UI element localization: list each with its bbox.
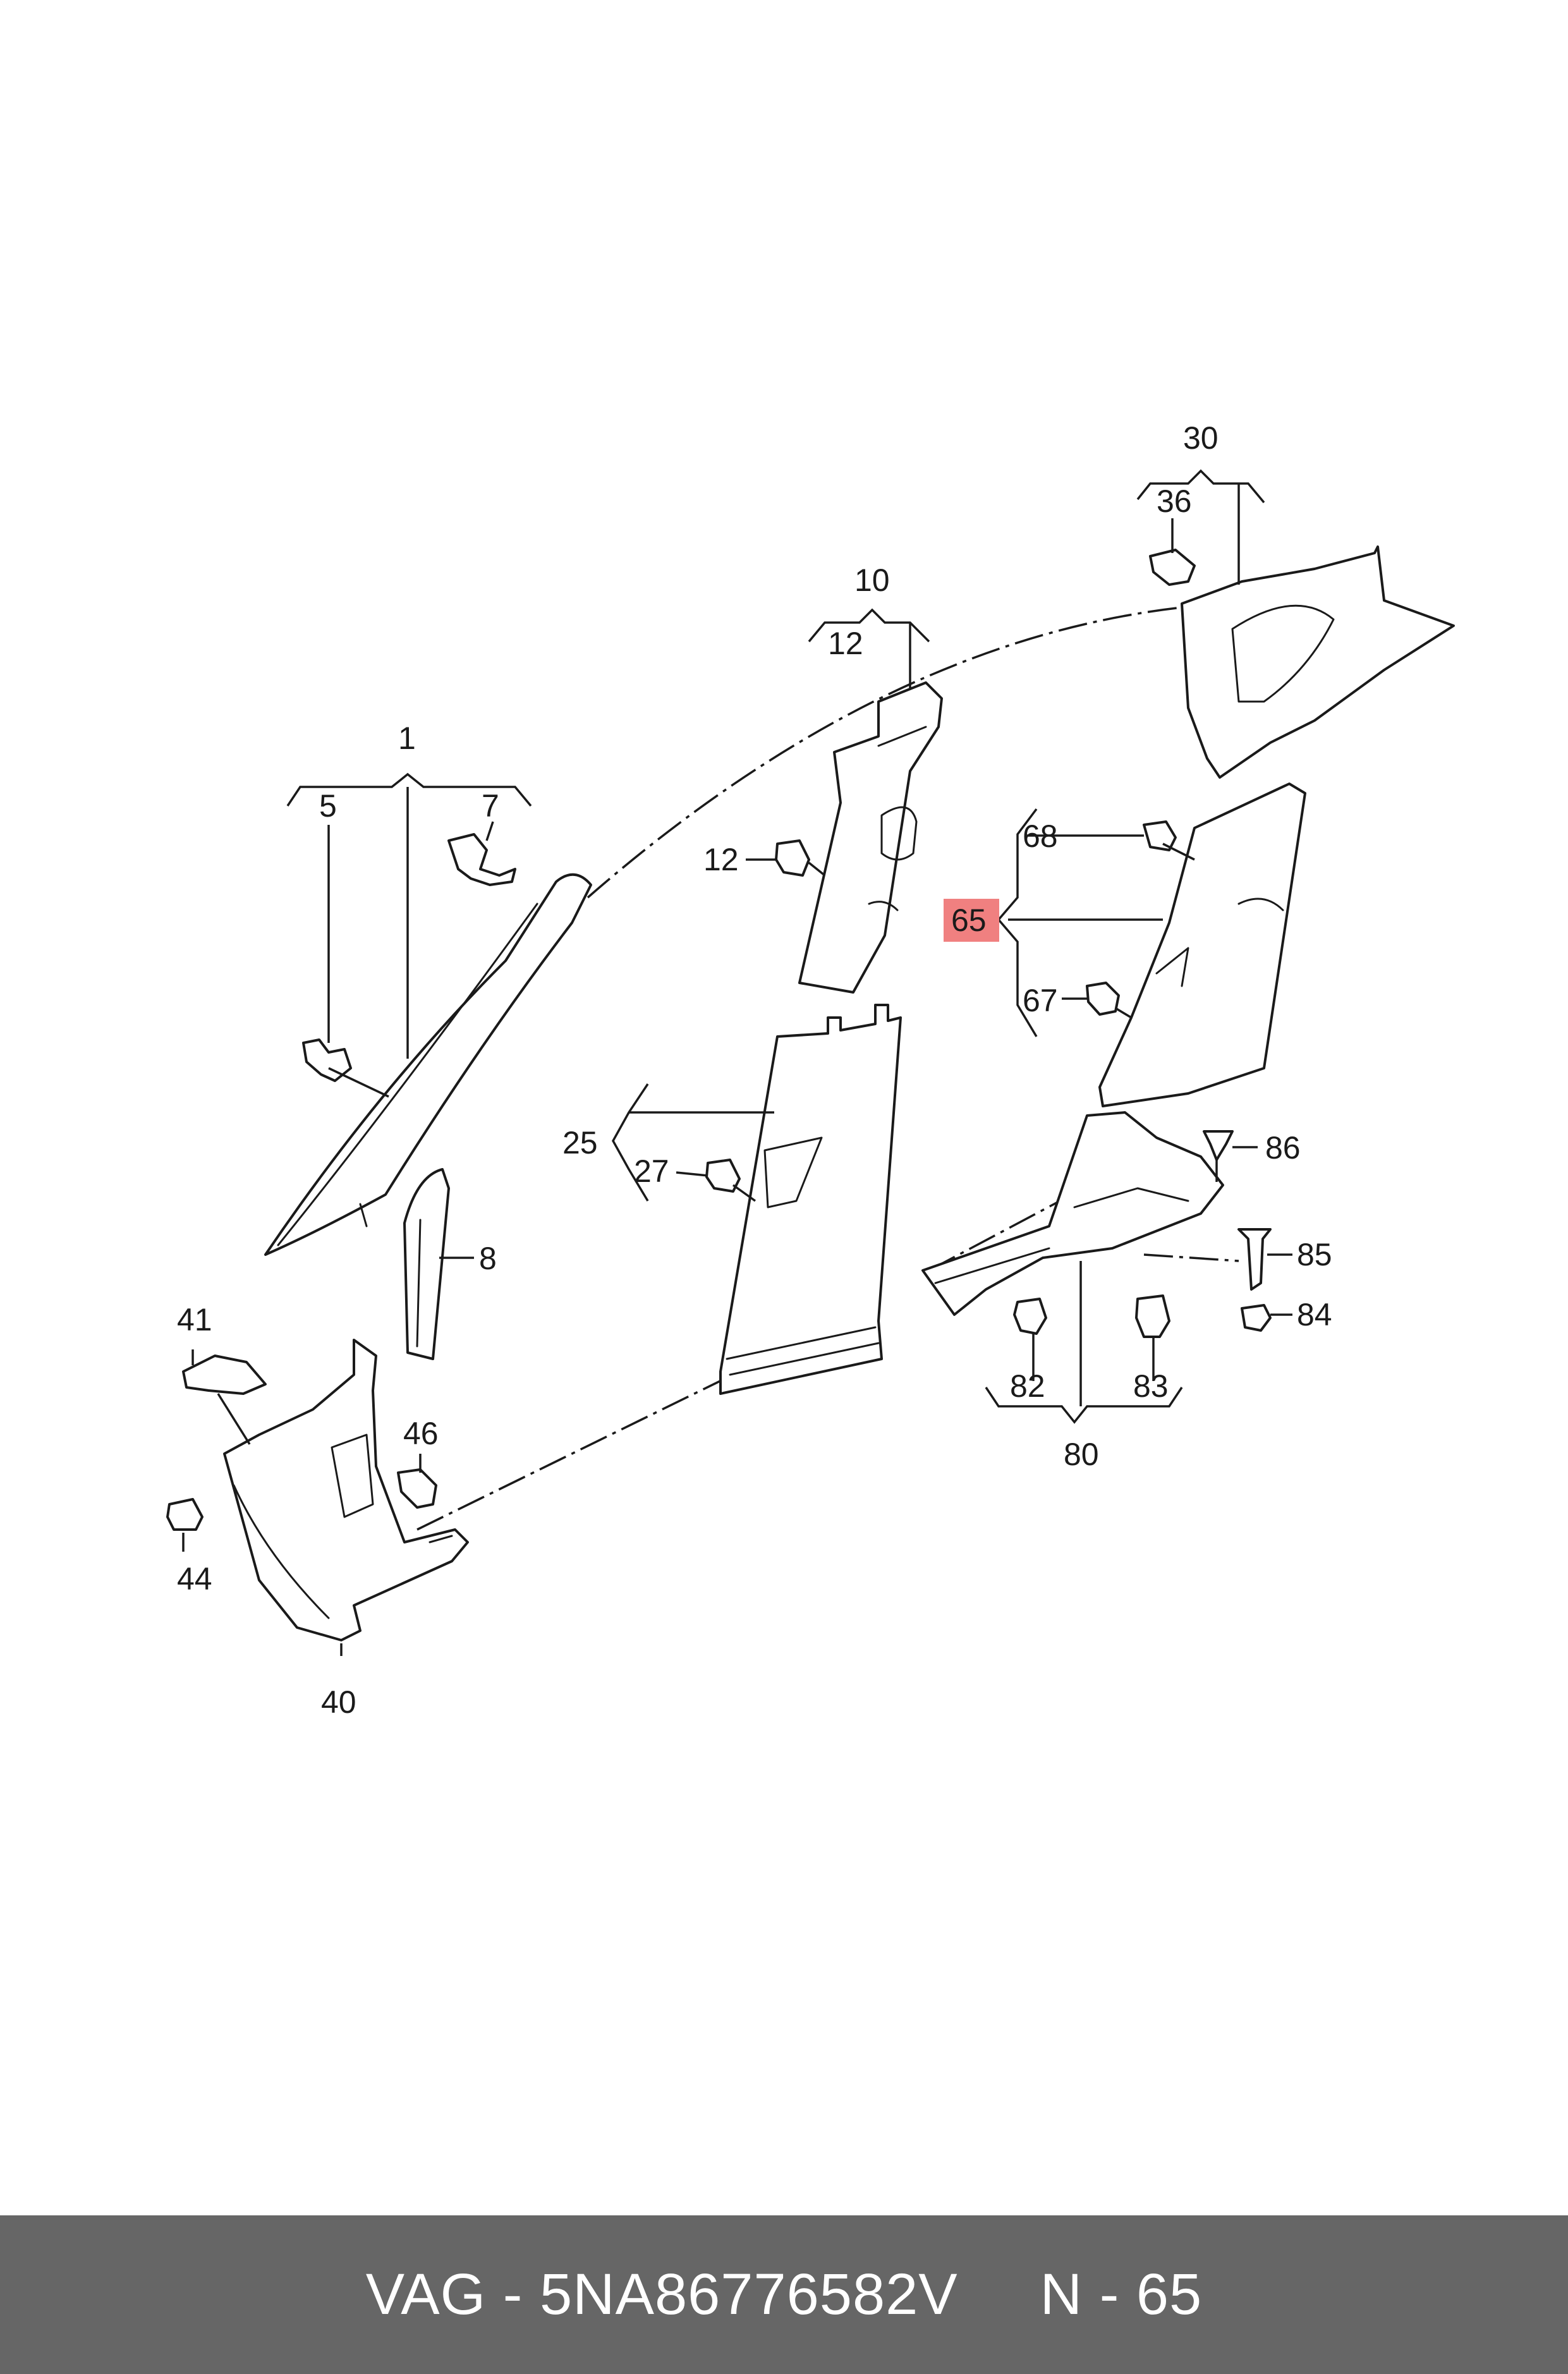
label-40: 40 — [321, 1684, 356, 1720]
label-12-top: 12 — [828, 626, 863, 661]
label-8: 8 — [479, 1241, 497, 1276]
body-outline-upper — [586, 606, 1189, 899]
footer-caption: VAG - 5NA86776582V N - 65 — [366, 2261, 1202, 2328]
label-68: 68 — [1023, 819, 1058, 854]
plug-84 — [1241, 1304, 1272, 1332]
clip-12 — [775, 839, 810, 877]
footer-bar: VAG - 5NA86776582V N - 65 — [0, 2215, 1568, 2374]
clip-83 — [1135, 1294, 1170, 1338]
label-44: 44 — [177, 1561, 212, 1597]
c-pillar-trim — [1181, 545, 1455, 779]
clip-82 — [1013, 1298, 1047, 1335]
label-65: 65 — [951, 903, 987, 938]
screw-85 — [1237, 1228, 1272, 1291]
b-pillar-lower-trim — [719, 1004, 902, 1395]
screw-86 — [1203, 1130, 1234, 1161]
rear-pillar-trim-65 — [1098, 782, 1306, 1107]
sill-trim-80 — [921, 1111, 1224, 1316]
label-5: 5 — [319, 788, 337, 824]
clip-41 — [182, 1354, 267, 1395]
label-83: 83 — [1133, 1368, 1169, 1404]
plug-7 — [447, 833, 516, 886]
position-separator: - — [1099, 2262, 1120, 2327]
label-67: 67 — [1023, 983, 1058, 1018]
label-30: 30 — [1183, 420, 1219, 456]
brand-separator: - — [502, 2262, 523, 2327]
leader-lines — [182, 469, 1292, 1656]
label-25: 25 — [562, 1125, 598, 1160]
clip-5 — [302, 1038, 352, 1082]
plug-46 — [397, 1468, 437, 1509]
strip-8 — [403, 1168, 450, 1360]
label-80: 80 — [1064, 1437, 1099, 1472]
label-46: 46 — [403, 1416, 439, 1451]
label-10: 10 — [854, 563, 890, 598]
clip-68 — [1143, 820, 1177, 851]
label-84: 84 — [1297, 1297, 1332, 1332]
label-27: 27 — [634, 1154, 669, 1189]
clip-27 — [705, 1159, 741, 1193]
position-number: 65 — [1136, 2262, 1203, 2327]
position-prefix: N — [1040, 2262, 1083, 2327]
brand-name: VAG — [365, 2262, 487, 2327]
b-pillar-upper-trim — [798, 681, 943, 994]
label-1: 1 — [398, 721, 416, 756]
clip-36 — [1149, 549, 1196, 586]
label-7: 7 — [482, 788, 499, 824]
part-number: 5NA86776582V — [540, 2262, 958, 2327]
label-86: 86 — [1265, 1130, 1301, 1166]
highlight-box-65 — [944, 899, 999, 942]
label-36: 36 — [1157, 484, 1192, 519]
parts-diagram: 1 5 7 8 10 12 12 25 27 30 36 40 41 44 46… — [166, 420, 1455, 1720]
label-41: 41 — [177, 1302, 212, 1337]
a-pillar-lower-trim-40 — [223, 1339, 469, 1641]
label-85: 85 — [1297, 1237, 1332, 1272]
nut-44 — [166, 1498, 204, 1531]
label-82: 82 — [1010, 1368, 1045, 1404]
plug-67 — [1086, 982, 1120, 1016]
callout-labels: 1 5 7 8 10 12 12 25 27 30 36 40 41 44 46… — [177, 420, 1332, 1720]
label-12-left: 12 — [703, 842, 739, 877]
